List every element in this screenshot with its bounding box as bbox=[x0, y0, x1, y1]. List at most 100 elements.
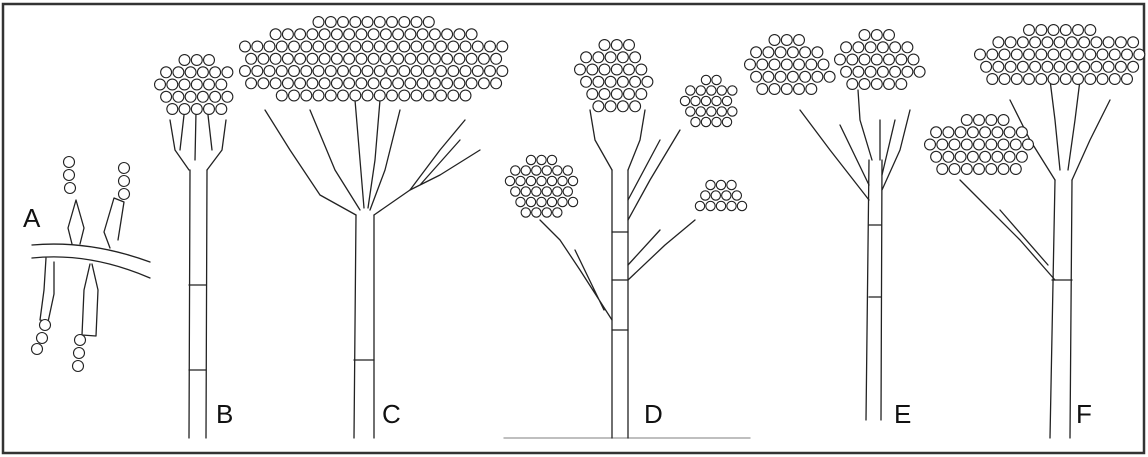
conidium bbox=[1030, 61, 1041, 72]
conidium bbox=[350, 41, 361, 52]
conidium bbox=[717, 107, 726, 116]
conidium bbox=[313, 90, 324, 101]
conidium bbox=[695, 201, 704, 210]
conidium bbox=[423, 90, 434, 101]
conidium bbox=[423, 66, 434, 77]
conidium bbox=[775, 71, 786, 82]
conidium bbox=[884, 30, 895, 41]
conidium bbox=[240, 41, 251, 52]
conidium bbox=[642, 76, 653, 87]
conidium bbox=[289, 90, 300, 101]
conidium bbox=[362, 90, 373, 101]
conidium bbox=[701, 117, 710, 126]
conidium bbox=[992, 127, 1003, 138]
conidium bbox=[727, 180, 736, 189]
conidium bbox=[521, 208, 530, 217]
conidium bbox=[707, 86, 716, 95]
conidium bbox=[454, 78, 465, 89]
conidium bbox=[847, 54, 858, 65]
conidium bbox=[581, 52, 592, 63]
conidium bbox=[1091, 37, 1102, 48]
conidium bbox=[871, 79, 882, 90]
conidium bbox=[605, 101, 616, 112]
conidium bbox=[295, 53, 306, 64]
conidium bbox=[974, 139, 985, 150]
conidium bbox=[974, 115, 985, 126]
conidium bbox=[497, 41, 508, 52]
conidium bbox=[686, 107, 695, 116]
panel-label-b: B bbox=[216, 399, 233, 429]
conidium bbox=[485, 41, 496, 52]
conidium bbox=[636, 89, 647, 100]
conidium bbox=[937, 139, 948, 150]
conidium bbox=[374, 66, 385, 77]
panel-label-a: A bbox=[23, 203, 41, 233]
conidium bbox=[1042, 37, 1053, 48]
conidium bbox=[624, 89, 635, 100]
conidium bbox=[417, 29, 428, 40]
panel-label-f: F bbox=[1076, 399, 1092, 429]
conidium bbox=[511, 166, 520, 175]
conidium bbox=[781, 35, 792, 46]
conidium bbox=[853, 42, 864, 53]
conidium bbox=[216, 104, 227, 115]
conidium bbox=[516, 197, 525, 206]
conidium bbox=[563, 166, 572, 175]
conidium bbox=[442, 53, 453, 64]
conidium bbox=[210, 67, 221, 78]
conidium bbox=[943, 127, 954, 138]
conidium bbox=[526, 197, 535, 206]
conidium bbox=[624, 64, 635, 75]
conidium bbox=[240, 66, 251, 77]
conidium bbox=[537, 197, 546, 206]
conidium bbox=[179, 55, 190, 66]
conidium bbox=[871, 30, 882, 41]
conidium bbox=[1005, 37, 1016, 48]
conidium bbox=[998, 139, 1009, 150]
conidium bbox=[282, 78, 293, 89]
conidium bbox=[853, 66, 864, 77]
conidium bbox=[1024, 25, 1035, 36]
conidium bbox=[204, 104, 215, 115]
conidium bbox=[405, 78, 416, 89]
conidium bbox=[902, 42, 913, 53]
conidium bbox=[999, 49, 1010, 60]
conidium bbox=[32, 344, 43, 355]
conidium bbox=[191, 79, 202, 90]
conidium bbox=[1004, 127, 1015, 138]
panel-label-d: D bbox=[644, 399, 663, 429]
conidium bbox=[313, 66, 324, 77]
conidium bbox=[1030, 37, 1041, 48]
conidium bbox=[454, 53, 465, 64]
conidium bbox=[1036, 74, 1047, 85]
conidium bbox=[350, 66, 361, 77]
conidium bbox=[1128, 37, 1139, 48]
conidium bbox=[167, 104, 178, 115]
conidium bbox=[387, 41, 398, 52]
conidium bbox=[356, 78, 367, 89]
conidium bbox=[812, 71, 823, 82]
conidium bbox=[264, 66, 275, 77]
conidium bbox=[775, 47, 786, 58]
conidium bbox=[722, 96, 731, 105]
conidium bbox=[712, 75, 721, 84]
conidium bbox=[806, 59, 817, 70]
conidium bbox=[763, 47, 774, 58]
conidium bbox=[937, 164, 948, 175]
conidium bbox=[961, 139, 972, 150]
conidium bbox=[617, 52, 628, 63]
conidium bbox=[593, 101, 604, 112]
conidium bbox=[380, 78, 391, 89]
conidium bbox=[999, 74, 1010, 85]
conidium bbox=[521, 166, 530, 175]
conidium bbox=[436, 90, 447, 101]
conidium bbox=[871, 54, 882, 65]
conidium bbox=[1115, 61, 1126, 72]
conidium bbox=[405, 29, 416, 40]
conidium bbox=[865, 42, 876, 53]
conidium bbox=[794, 35, 805, 46]
conidium bbox=[64, 157, 75, 168]
conidium bbox=[818, 59, 829, 70]
conidium bbox=[411, 41, 422, 52]
conidium bbox=[362, 66, 373, 77]
